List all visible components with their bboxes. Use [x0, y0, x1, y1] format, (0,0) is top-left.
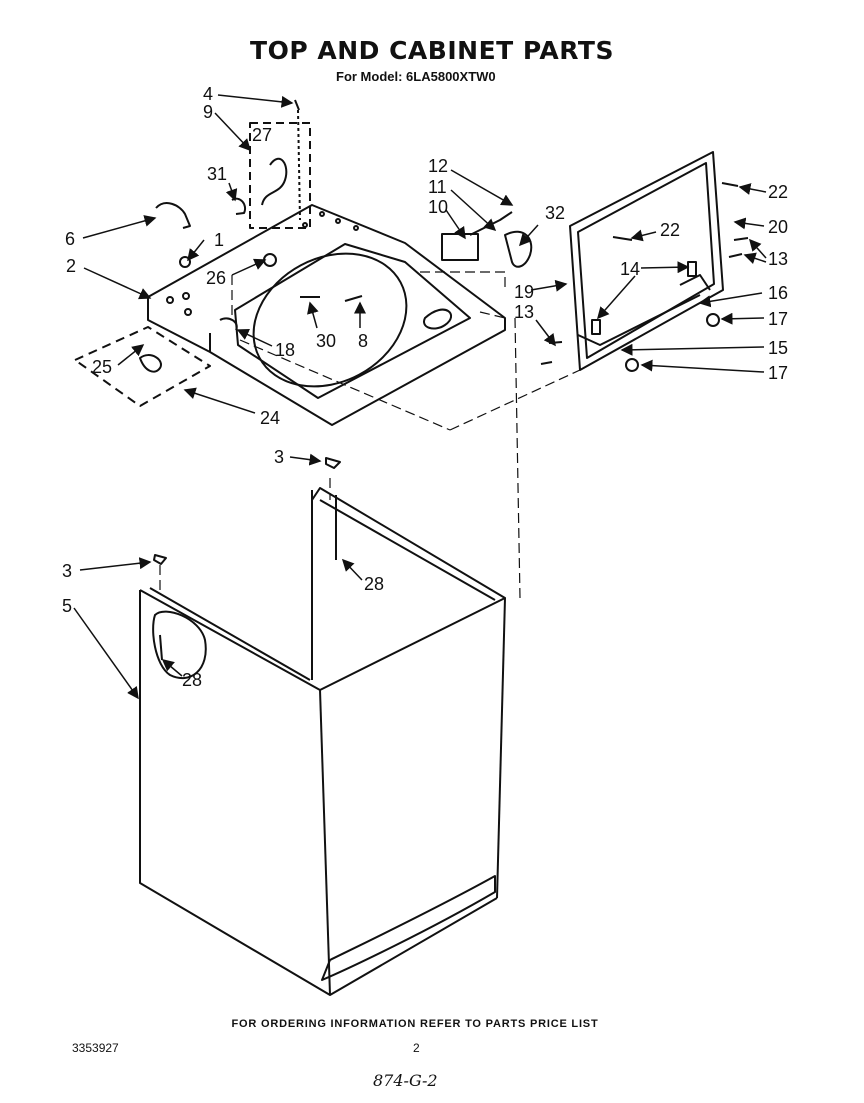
callout-3-left: 3 [62, 561, 72, 581]
callout-28-bottom: 28 [182, 670, 202, 690]
callout-30: 30 [316, 331, 336, 351]
callout-27: 27 [252, 125, 272, 145]
handwritten-note: 874-G-2 [373, 1071, 438, 1090]
callout-2: 2 [66, 256, 76, 276]
top-panel [147, 204, 506, 426]
callout-5: 5 [62, 596, 72, 616]
callout-9: 9 [203, 102, 213, 122]
callout-19: 19 [514, 282, 534, 302]
callout-24: 24 [260, 408, 280, 428]
ordering-note: FOR ORDERING INFORMATION REFER TO PARTS … [231, 1018, 599, 1030]
diagram-title: TOP AND CABINET PARTS [250, 36, 614, 65]
callout-11: 11 [428, 177, 447, 197]
callout-1: 1 [214, 230, 224, 250]
model-subtitle: For Model: 6LA5800XTW0 [336, 69, 496, 84]
callout-14: 14 [620, 259, 640, 279]
callout-labels: 4 9 27 31 6 1 2 26 30 8 18 25 24 12 11 1… [62, 84, 788, 690]
callout-31: 31 [207, 164, 227, 184]
callout-28-top: 28 [364, 574, 384, 594]
callout-22-mid: 22 [660, 220, 680, 240]
callout-26: 26 [206, 268, 226, 288]
page-number: 2 [413, 1041, 420, 1055]
callout-25: 25 [92, 357, 112, 377]
valve-detail-box [74, 326, 211, 407]
callout-12: 12 [428, 156, 448, 176]
callout-32: 32 [545, 203, 565, 223]
callout-8: 8 [358, 331, 368, 351]
callout-20: 20 [768, 217, 788, 237]
valve-part [139, 354, 162, 373]
callout-4: 4 [203, 84, 213, 104]
callout-18: 18 [275, 340, 295, 360]
callout-17-bottom: 17 [768, 363, 788, 383]
callout-13-right: 13 [768, 249, 788, 269]
callout-15: 15 [768, 338, 788, 358]
cabinet [139, 457, 506, 996]
callout-13-left: 13 [514, 302, 534, 322]
callout-6: 6 [65, 229, 75, 249]
callout-17-top: 17 [768, 309, 788, 329]
document-number: 3353927 [72, 1041, 119, 1055]
callout-3-top: 3 [274, 447, 284, 467]
callout-16: 16 [768, 283, 788, 303]
callout-10: 10 [428, 197, 448, 217]
callout-22-top: 22 [768, 182, 788, 202]
assembly-lines [159, 271, 581, 599]
lid [569, 151, 724, 371]
callout-leaders [73, 94, 767, 700]
small-parts [155, 99, 749, 372]
